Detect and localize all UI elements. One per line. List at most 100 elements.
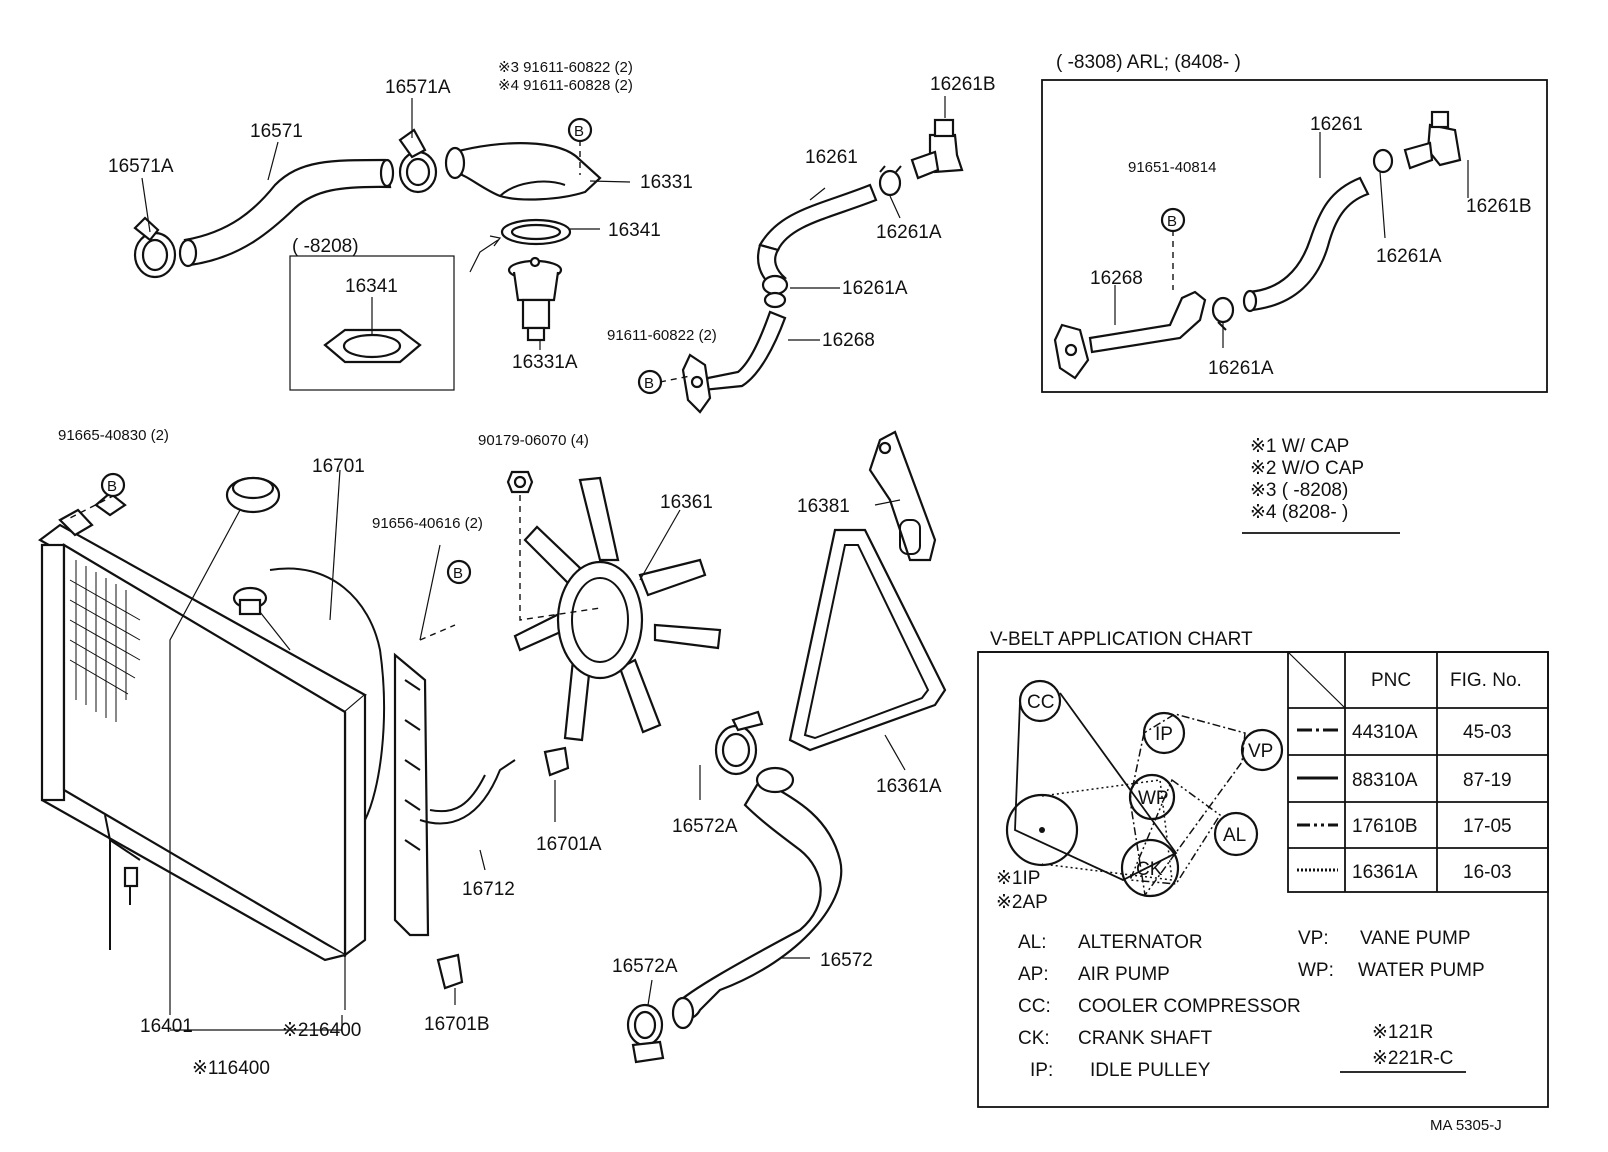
legend-value: AIR PUMP xyxy=(1078,964,1170,985)
label-16572A-a: 16572A xyxy=(672,816,738,837)
pulley-label-wp: WP xyxy=(1138,788,1169,809)
leader xyxy=(170,1015,343,1031)
arrow-head xyxy=(489,235,502,247)
header-fig-no: FIG. No. xyxy=(1450,670,1522,691)
pulley-note-2: ※2AP xyxy=(996,892,1048,913)
pulley-vp xyxy=(1240,728,1284,772)
label-91656: 91656-40616 (2) xyxy=(372,515,483,532)
label-16261A-b: 16261A xyxy=(842,278,908,299)
note-4: ※4 (8208- ) xyxy=(1250,502,1348,523)
leader xyxy=(589,180,631,183)
label-16361: 16361 xyxy=(660,492,713,513)
bolt-letter: B xyxy=(574,123,584,140)
inset-label-16261B: 16261B xyxy=(1466,196,1532,217)
label-16331A: 16331A xyxy=(512,352,578,373)
thermostat-16331A xyxy=(507,256,563,342)
pulley-label-al: AL xyxy=(1223,825,1246,846)
leader xyxy=(1379,171,1386,239)
bolt-letter: B xyxy=(453,565,463,582)
pulley-note-1: ※1IP xyxy=(996,868,1040,889)
inset-union-16261B xyxy=(1403,110,1462,170)
label-16381: 16381 xyxy=(797,496,850,517)
fan-shroud-16712 xyxy=(269,567,516,937)
legend-key: AL: xyxy=(1018,932,1047,953)
note-3: ※3 ( -8208) xyxy=(1250,480,1348,501)
legend-key: CK: xyxy=(1018,1028,1050,1049)
pulley-label-cc: CC xyxy=(1027,692,1054,713)
bracket-16701B xyxy=(436,953,464,990)
label-16400-1: ※116400 xyxy=(192,1058,270,1079)
leader xyxy=(329,469,341,621)
legend-value: IDLE PULLEY xyxy=(1090,1060,1211,1081)
leader xyxy=(889,195,901,219)
bolt-marker-b xyxy=(1160,207,1186,233)
leader xyxy=(884,734,906,771)
pulley-al xyxy=(1213,811,1259,857)
water-inlet-16331 xyxy=(444,142,602,201)
upper-radiator-hose xyxy=(178,158,395,268)
note-3-bolt: ※3 91611-60822 (2) xyxy=(498,59,633,76)
pulley-label-vp: VP xyxy=(1248,741,1273,762)
label-16261: 16261 xyxy=(805,147,858,168)
legend-value: WATER PUMP xyxy=(1358,960,1485,981)
inset-pipe-16268 xyxy=(1053,290,1207,380)
label-16701: 16701 xyxy=(312,456,365,477)
pnc-table xyxy=(1287,651,1549,893)
bolt-marker-b xyxy=(637,369,663,395)
v-belt-16361A xyxy=(788,528,947,752)
cell-pnc: 17610B xyxy=(1352,816,1418,837)
inset-clamp-top xyxy=(1372,148,1394,174)
pulley-ck xyxy=(1120,838,1180,898)
model-1: ※121R xyxy=(1372,1022,1433,1043)
legend-key: VP: xyxy=(1298,928,1329,949)
water-pipe-16268 xyxy=(681,310,787,414)
bracket-16701A xyxy=(543,746,570,777)
inset-label-16261A-b: 16261A xyxy=(1208,358,1274,379)
label-16571A-top: 16571A xyxy=(385,77,451,98)
label-16268: 16268 xyxy=(822,330,875,351)
hose-clamp-left xyxy=(133,216,177,279)
clamp-16572A-bottom xyxy=(626,1003,665,1064)
leader xyxy=(419,544,441,641)
leader xyxy=(267,141,279,181)
label-16571: 16571 xyxy=(250,121,303,142)
leader xyxy=(659,375,691,383)
radiator-cap-16401 xyxy=(225,476,281,616)
label-16261A-a: 16261A xyxy=(876,222,942,243)
inset-label-16268: 16268 xyxy=(1090,268,1143,289)
leader xyxy=(809,187,826,201)
legend-key: IP: xyxy=(1030,1060,1053,1081)
note-2: ※2 W/O CAP xyxy=(1250,458,1364,479)
bypass-hose-16261 xyxy=(756,183,878,287)
bracket-16381 xyxy=(868,430,937,562)
note-1: ※1 W/ CAP xyxy=(1250,436,1349,457)
leader xyxy=(647,979,653,1006)
legend-value: VANE PUMP xyxy=(1360,928,1471,949)
leader xyxy=(141,177,151,233)
cell-fig: 45-03 xyxy=(1463,722,1512,743)
bolt-marker-b xyxy=(100,472,126,498)
legend-value: ALTERNATOR xyxy=(1078,932,1203,953)
label-16341-box: 16341 xyxy=(345,276,398,297)
diagram-code: MA 5305-J xyxy=(1430,1117,1502,1134)
cell-pnc: 44310A xyxy=(1352,722,1418,743)
label-91665: 91665-40830 (2) xyxy=(58,427,169,444)
cell-pnc: 88310A xyxy=(1352,770,1418,791)
cell-fig: 17-05 xyxy=(1463,816,1512,837)
inset-label-16261A-a: 16261A xyxy=(1376,246,1442,267)
gasket-16341 xyxy=(500,218,572,246)
hose-clamp-top xyxy=(398,128,438,194)
fan-16361 xyxy=(513,476,722,742)
bolt-marker-b xyxy=(567,117,593,143)
pulley-label-ck: CK xyxy=(1136,859,1163,880)
cell-fig: 16-03 xyxy=(1463,862,1512,883)
inset-hose-16261 xyxy=(1242,176,1370,313)
lower-hose-16572 xyxy=(671,766,843,1030)
label-16701B: 16701B xyxy=(424,1014,490,1035)
label-16712: 16712 xyxy=(462,879,515,900)
leader xyxy=(639,509,681,581)
label-16572A-b: 16572A xyxy=(612,956,678,977)
leader xyxy=(169,509,241,1015)
nut-90179 xyxy=(506,470,534,494)
